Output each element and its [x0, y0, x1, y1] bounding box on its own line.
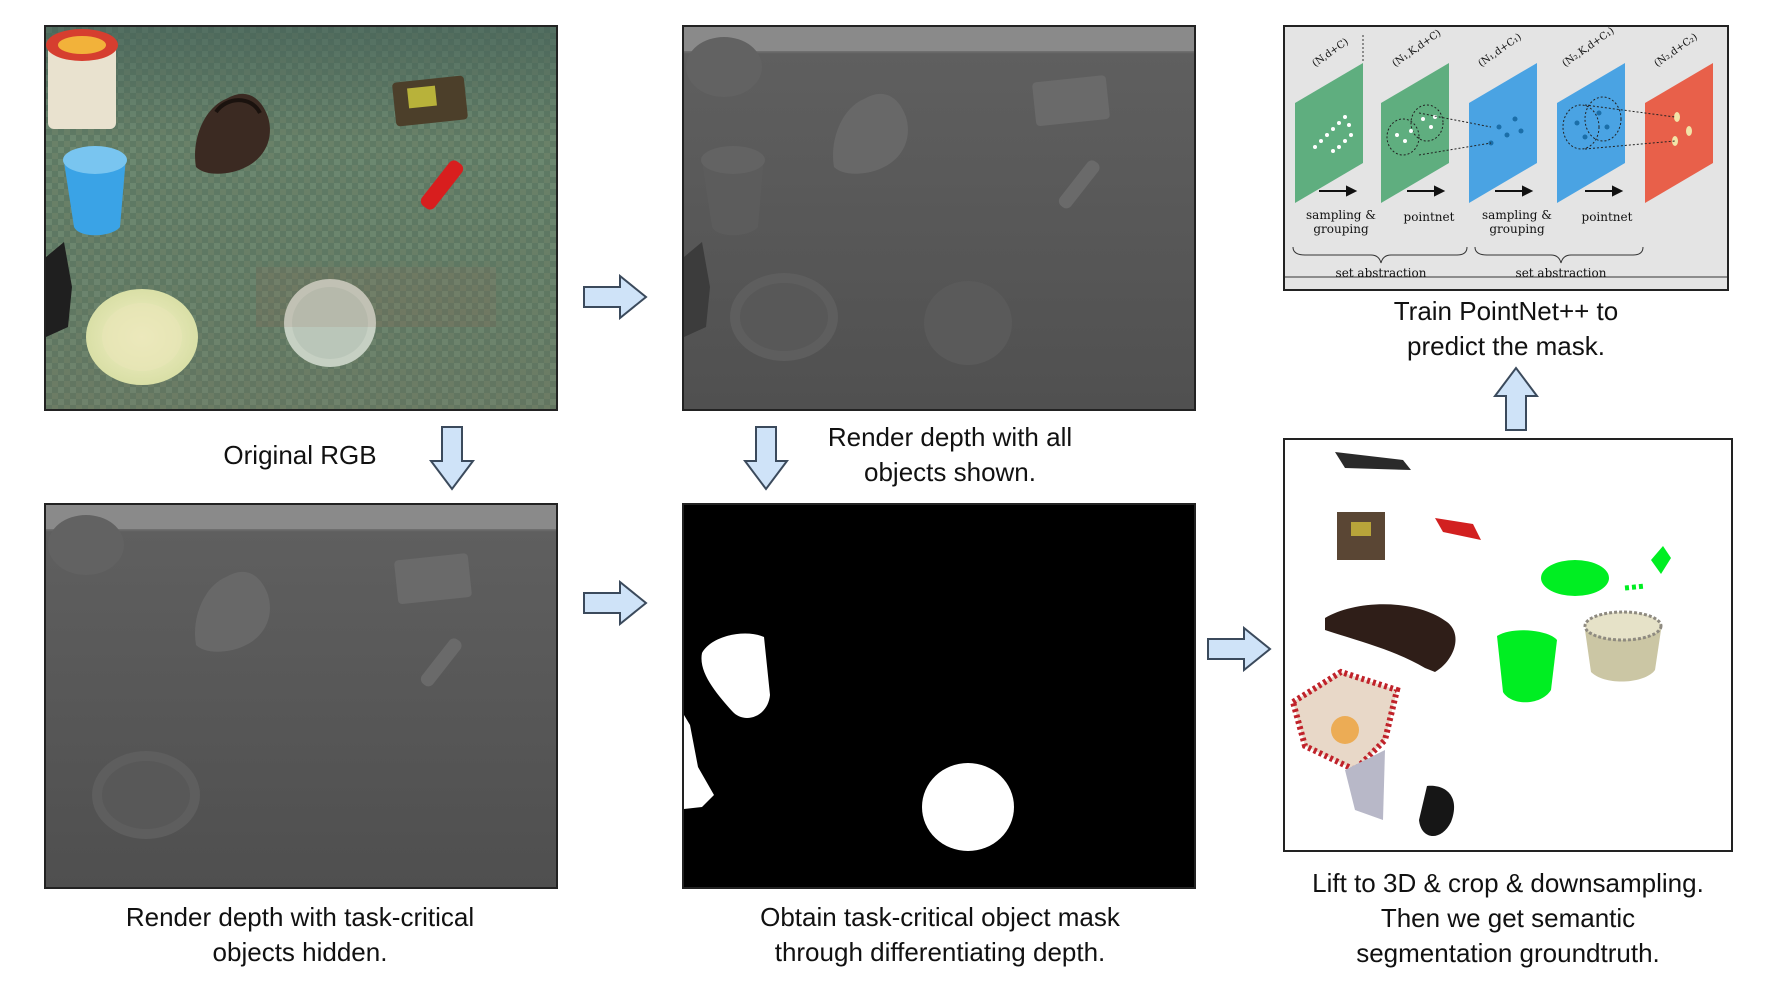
step-pointnet-1: pointnet — [1404, 210, 1455, 224]
arrow-right-mask-to-pointcloud — [1207, 626, 1272, 672]
step-sampling-grouping-1b: grouping — [1313, 222, 1369, 236]
caption-train-line2: predict the mask. — [1407, 331, 1605, 361]
original-rgb-image — [44, 25, 558, 411]
caption-depth-all: Render depth with all objects shown. — [790, 420, 1110, 490]
caption-depth-all-line2: objects shown. — [864, 457, 1036, 487]
caption-train-line1: Train PointNet++ to — [1393, 296, 1619, 326]
dim-label-5: (N₂,d+C₂) — [1652, 32, 1699, 70]
caption-lift-line1: Lift to 3D & crop & downsampling. — [1312, 868, 1704, 898]
set-abstraction-label-2: set abstraction — [1516, 266, 1607, 280]
step-sampling-grouping-1a: sampling & — [1306, 208, 1376, 222]
arrow-right-hidden-to-mask — [583, 580, 648, 626]
plane-input — [1295, 63, 1363, 203]
caption-depth-hidden: Render depth with task-critical objects … — [90, 900, 510, 970]
plane-group1 — [1381, 63, 1449, 203]
caption-train: Train PointNet++ to predict the mask. — [1346, 294, 1666, 364]
dim-label-1: (N,d+C) — [1310, 37, 1350, 70]
point-cloud-image — [1283, 438, 1733, 852]
plane-abstract2 — [1645, 63, 1713, 203]
depth-all-objects-image — [682, 25, 1196, 411]
mask-disc — [922, 763, 1014, 851]
arrow-right-rgb-to-depth — [583, 274, 648, 320]
task-critical-mask-image — [682, 503, 1196, 889]
mask-arm — [684, 715, 714, 809]
step-sampling-grouping-2a: sampling & — [1482, 208, 1552, 222]
set-abstraction-label-1: set abstraction — [1336, 266, 1427, 280]
caption-lift-line2: Then we get semantic — [1380, 903, 1636, 933]
caption-mask-line2: through differentiating depth. — [774, 937, 1106, 967]
plane-group2 — [1557, 63, 1625, 203]
caption-original-rgb-text: Original RGB — [223, 440, 377, 470]
caption-lift-line3: segmentation groundtruth. — [1356, 938, 1660, 968]
mask-cup — [701, 633, 770, 718]
step-pointnet-2: pointnet — [1582, 210, 1633, 224]
arrow-down-rgb-to-hidden — [429, 426, 475, 491]
step-sampling-grouping-2b: grouping — [1489, 222, 1545, 236]
caption-mask-line1: Obtain task-critical object mask — [760, 902, 1120, 932]
caption-lift: Lift to 3D & crop & downsampling. Then w… — [1280, 866, 1736, 971]
caption-depth-hidden-line1: Render depth with task-critical — [125, 902, 475, 932]
dim-label-2: (N₁,K,d+C) — [1390, 28, 1443, 70]
depth-hidden-objects-image — [44, 503, 558, 889]
arrow-up-pointcloud-to-pointnet — [1493, 366, 1539, 431]
pointnet-diagram: (N,d+C) (N₁,K,d+C) (N₁,d+C₁) (N₂,K,d+C₁)… — [1283, 25, 1729, 291]
caption-original-rgb: Original RGB — [200, 438, 400, 473]
dim-label-3: (N₁,d+C₁) — [1476, 32, 1523, 70]
plane-abstract1 — [1469, 63, 1537, 203]
arrow-down-depth-to-mask — [743, 426, 789, 491]
caption-depth-hidden-line2: objects hidden. — [212, 937, 388, 967]
dim-label-4: (N₂,K,d+C₁) — [1560, 27, 1616, 69]
caption-depth-all-line1: Render depth with all — [827, 422, 1073, 452]
caption-mask: Obtain task-critical object mask through… — [720, 900, 1160, 970]
